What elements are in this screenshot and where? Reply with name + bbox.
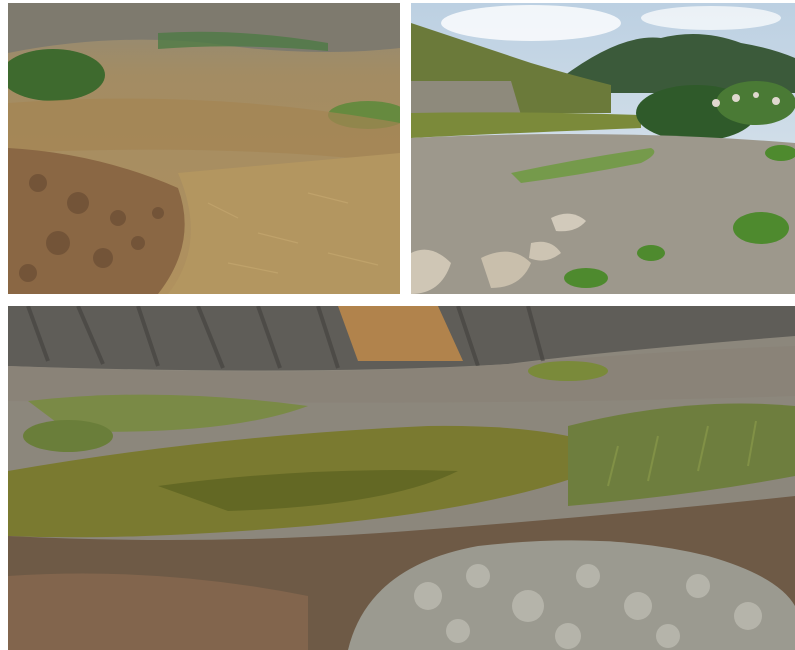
photo-dry-grass-slope-image xyxy=(8,3,400,294)
photo-cut-slope-wetland xyxy=(8,306,795,650)
photo-dry-grass-slope xyxy=(8,3,400,294)
photo-cut-slope-wetland-image xyxy=(8,306,795,650)
photo-hills-wet-gravel xyxy=(411,3,795,294)
photo-hills-wet-gravel-image xyxy=(411,3,795,294)
